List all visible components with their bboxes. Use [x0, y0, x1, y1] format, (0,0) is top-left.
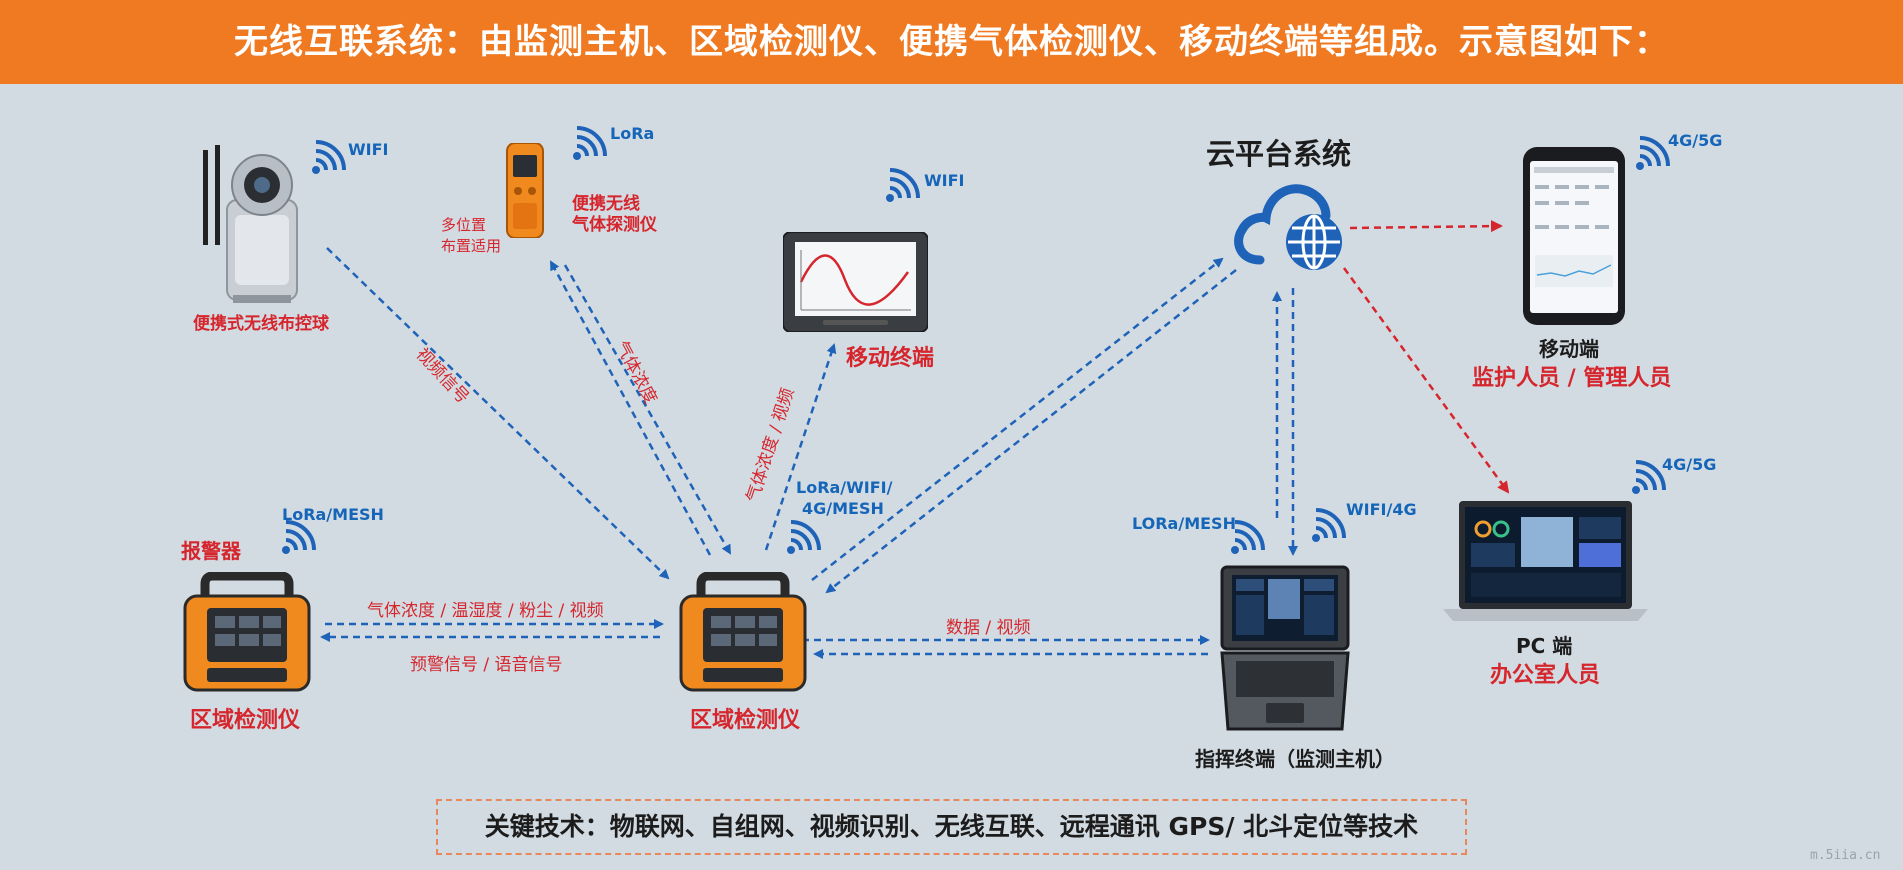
area-center-wireless-line1: LoRa/WIFI/	[796, 478, 893, 497]
link-cloud-to-pc	[1342, 267, 1510, 494]
link-area-to-cloud	[811, 257, 1224, 581]
4g-5g-signal-icon	[1632, 460, 1666, 494]
command-terminal-device	[1220, 565, 1350, 731]
wifi-signal-icon	[312, 140, 346, 174]
command-wireless-left: LORa/MESH	[1132, 514, 1236, 533]
watermark: m.5iia.cn	[1810, 848, 1881, 863]
link-cloud-to-phone	[1349, 220, 1503, 233]
lora-signal-icon	[573, 126, 607, 160]
link-label-warning-voice: 预警信号 / 语音信号	[410, 655, 563, 675]
portable-detector-side-line1: 多位置	[441, 216, 487, 234]
page-title: 无线互联系统：由监测主机、区域检测仪、便携气体检测仪、移动终端等组成。示意图如下…	[234, 22, 1669, 62]
link-gas-portable-to-area	[563, 264, 732, 555]
key-technology-footer: 关键技术：物联网、自组网、视频识别、无线互联、远程通讯 GPS/ 北斗定位等技术	[436, 799, 1467, 855]
pc-wireless: 4G/5G	[1662, 455, 1717, 474]
mobile-phone-role: 监护人员 / 管理人员	[1472, 366, 1672, 391]
link-cloud-to-area	[825, 269, 1237, 594]
mobile-phone-label: 移动端	[1539, 337, 1599, 361]
mobile-phone-wireless: 4G/5G	[1668, 131, 1723, 150]
alarm-wireless: LoRa/MESH	[282, 505, 384, 524]
area-center-wireless-line2: 4G/MESH	[802, 499, 884, 518]
mobile-terminal-label: 移动终端	[846, 346, 935, 371]
alarm-label: 报警器	[181, 539, 241, 563]
link-label-data-video: 数据 / 视频	[946, 618, 1031, 638]
area-detector-left-device	[183, 572, 311, 692]
portable-detector-side-line2: 布置适用	[441, 237, 502, 255]
lora-mesh-signal-icon	[282, 520, 316, 554]
command-terminal-label: 指挥终端（监测主机）	[1195, 747, 1395, 771]
ball-camera-device	[203, 145, 298, 303]
portable-detector-wireless: LoRa	[610, 124, 655, 143]
mobile-terminal-wireless: WIFI	[924, 171, 965, 190]
area-detector-center-device	[679, 572, 807, 692]
cloud-platform-icon	[1234, 184, 1342, 270]
wifi-4g-signal-icon	[1312, 508, 1346, 542]
portable-detector-label-line1: 便携无线	[572, 194, 640, 214]
key-technology-text: 关键技术：物联网、自组网、视频识别、无线互联、远程通讯 GPS/ 北斗定位等技术	[484, 812, 1419, 841]
cloud-platform-label: 云平台系统	[1206, 137, 1352, 171]
pc-label: PC 端	[1516, 634, 1573, 658]
pc-laptop-device	[1443, 501, 1648, 621]
area-detector-left-label: 区域检测仪	[190, 708, 301, 733]
link-label-env-data: 气体浓度 / 温湿度 / 粉尘 / 视频	[367, 601, 604, 621]
lora-wifi-signal-icon	[787, 520, 821, 554]
title-banner: 无线互联系统：由监测主机、区域检测仪、便携气体检测仪、移动终端等组成。示意图如下…	[0, 0, 1903, 84]
lora-mesh-signal-icon	[1231, 520, 1265, 554]
ball-camera-wireless: WIFI	[348, 140, 389, 159]
pc-role: 办公室人员	[1490, 663, 1601, 688]
area-detector-center-label: 区域检测仪	[690, 708, 801, 733]
mobile-phone-device	[1523, 147, 1625, 325]
mobile-terminal-tablet-device	[783, 232, 928, 332]
wifi-signal-icon	[886, 168, 920, 202]
link-gas-area-to-portable	[549, 260, 712, 556]
4g-5g-signal-icon	[1636, 136, 1670, 170]
portable-detector-label-line2: 气体探测仪	[572, 215, 657, 235]
link-video-ball-to-area	[326, 247, 670, 580]
command-wireless-right: WIFI/4G	[1346, 500, 1417, 519]
portable-gas-detector-device	[506, 143, 544, 238]
ball-camera-label: 便携式无线布控球	[193, 314, 329, 334]
